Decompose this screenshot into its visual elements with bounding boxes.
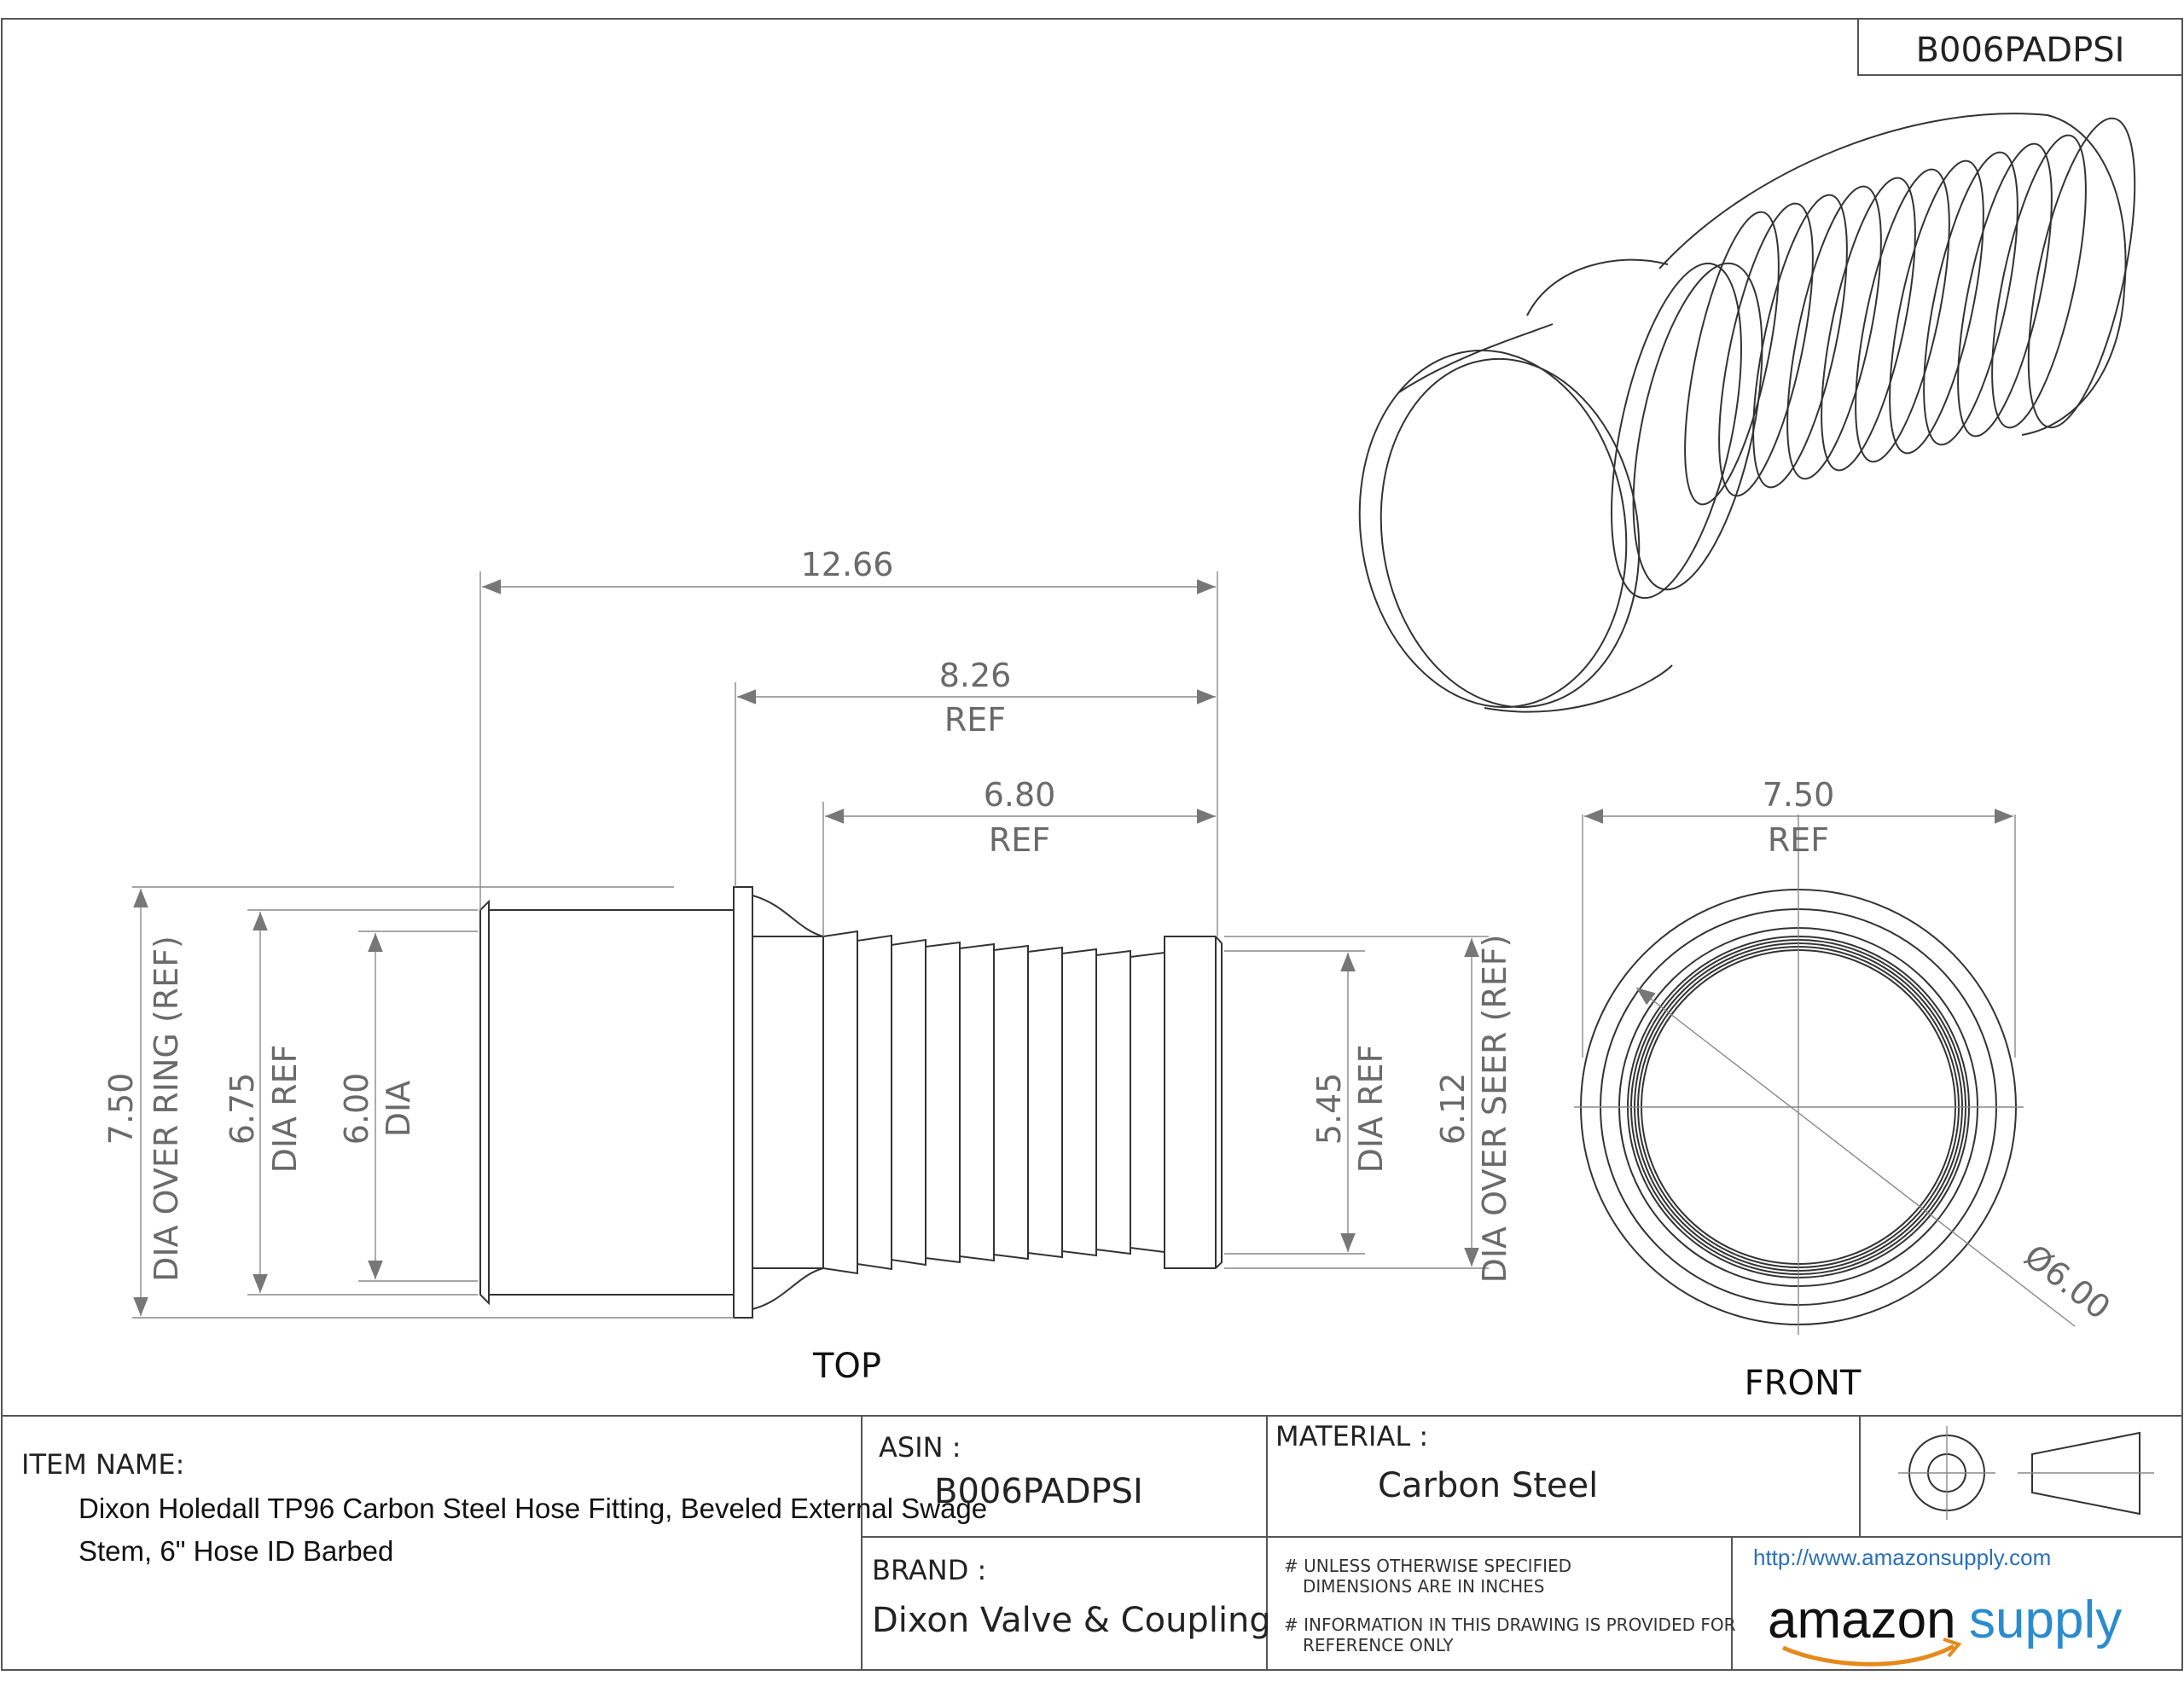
dim-ring-dia-value: 7.50 (102, 1073, 140, 1145)
iso-barbs (1684, 134, 2087, 506)
material-value: Carbon Steel (1378, 1466, 1598, 1505)
amazonsupply-logo: amazon supply (1768, 1591, 2122, 1667)
drawing-border (1, 18, 2183, 1671)
isometric-view (1358, 113, 2136, 713)
note-units-line1: # UNLESS OTHERWISE SPECIFIED (1284, 1556, 1571, 1576)
top-view-label: TOP (812, 1347, 881, 1386)
title-block: ITEM NAME: Dixon Holedall TP96 Carbon St… (2, 1415, 2182, 1670)
item-name-line2: Stem, 6" Hose ID Barbed (78, 1535, 393, 1567)
dim-ring-dia-note: DIA OVER RING (REF) (148, 936, 185, 1282)
note-reference-line1: # INFORMATION IN THIS DRAWING IS PROVIDE… (1284, 1615, 1736, 1635)
item-name-label: ITEM NAME: (21, 1448, 184, 1481)
dim-600-note: DIA (380, 1081, 417, 1137)
logo-amazon: amazon (1768, 1591, 1956, 1649)
top-view-outline (479, 886, 1223, 1319)
top-view-dimension-lines (133, 579, 1479, 1316)
dim-length-8-value: 8.26 (939, 657, 1012, 694)
part-number: B006PADPSI (1916, 31, 2125, 70)
front-diameter: Ø6.00 (2017, 1237, 2117, 1326)
logo-supply: supply (1969, 1591, 2122, 1649)
amazonsupply-url[interactable]: http://www.amazonsupply.com (1753, 1545, 2051, 1570)
dim-545-value: 5.45 (1310, 1073, 1348, 1145)
asin-label: ASIN : (879, 1431, 961, 1464)
logo-smile-arrow (1782, 1644, 1955, 1667)
dim-length-6-note: REF (989, 821, 1050, 859)
projection-symbol (1898, 1426, 2154, 1520)
note-units-line2: DIMENSIONS ARE IN INCHES (1303, 1576, 1545, 1597)
dim-seer-value: 6.12 (1434, 1073, 1472, 1145)
dim-length-6-value: 6.80 (984, 776, 1056, 814)
top-view: 12.66 8.26 REF 6.80 REF 7.50 DIA OVER RI… (102, 546, 1513, 1386)
top-view-extension-lines (132, 571, 1489, 1319)
front-view-label: FRONT (1745, 1364, 1862, 1403)
note-reference-line2: REFERENCE ONLY (1303, 1635, 1454, 1655)
material-label: MATERIAL : (1275, 1420, 1428, 1452)
brand-value: Dixon Valve & Coupling (872, 1601, 1271, 1640)
front-view-centerlines (1574, 809, 2076, 1335)
dim-675-value: 6.75 (224, 1073, 261, 1145)
dim-545-note: DIA REF (1352, 1045, 1390, 1174)
brand-label: BRAND : (872, 1554, 986, 1586)
dim-seer-note: DIA OVER SEER (REF) (1476, 935, 1513, 1284)
dim-600-value: 6.00 (338, 1073, 375, 1145)
dim-overall-length: 12.66 (801, 546, 894, 583)
asin-value: B006PADPSI (934, 1472, 1143, 1511)
dim-length-8-note: REF (944, 701, 1006, 739)
front-width-value: 7.50 (1763, 776, 1835, 814)
item-name-line1: Dixon Holedall TP96 Carbon Steel Hose Fi… (78, 1493, 987, 1524)
part-number-box: B006PADPSI (1857, 18, 2183, 76)
front-width-note: REF (1768, 821, 1829, 859)
dim-675-note: DIA REF (266, 1045, 304, 1174)
front-view: 7.50 REF Ø6.00 FRONT (1574, 776, 2117, 1403)
